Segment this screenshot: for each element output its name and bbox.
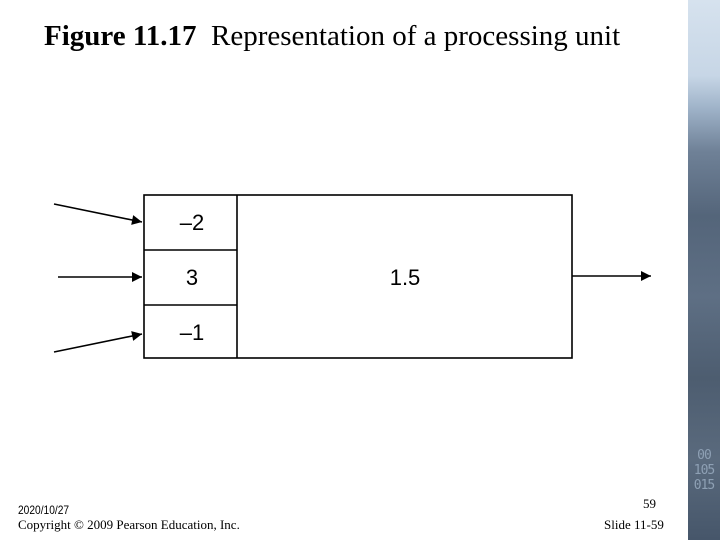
footer-date: 2020/10/27 <box>18 503 69 517</box>
footer-copyright: Copyright © 2009 Pearson Education, Inc. <box>18 517 240 533</box>
input-weight-2: 3 <box>186 265 198 290</box>
footer-page-number: 59 <box>643 496 656 512</box>
threshold-value: 1.5 <box>390 265 421 290</box>
input-weight-1: –2 <box>180 210 204 235</box>
input-weight-3: –1 <box>180 320 204 345</box>
footer-slide-label: Slide 11-59 <box>604 517 664 533</box>
input-arrow-3 <box>54 334 142 352</box>
processing-unit-box <box>144 195 572 358</box>
input-arrow-1 <box>54 204 142 222</box>
